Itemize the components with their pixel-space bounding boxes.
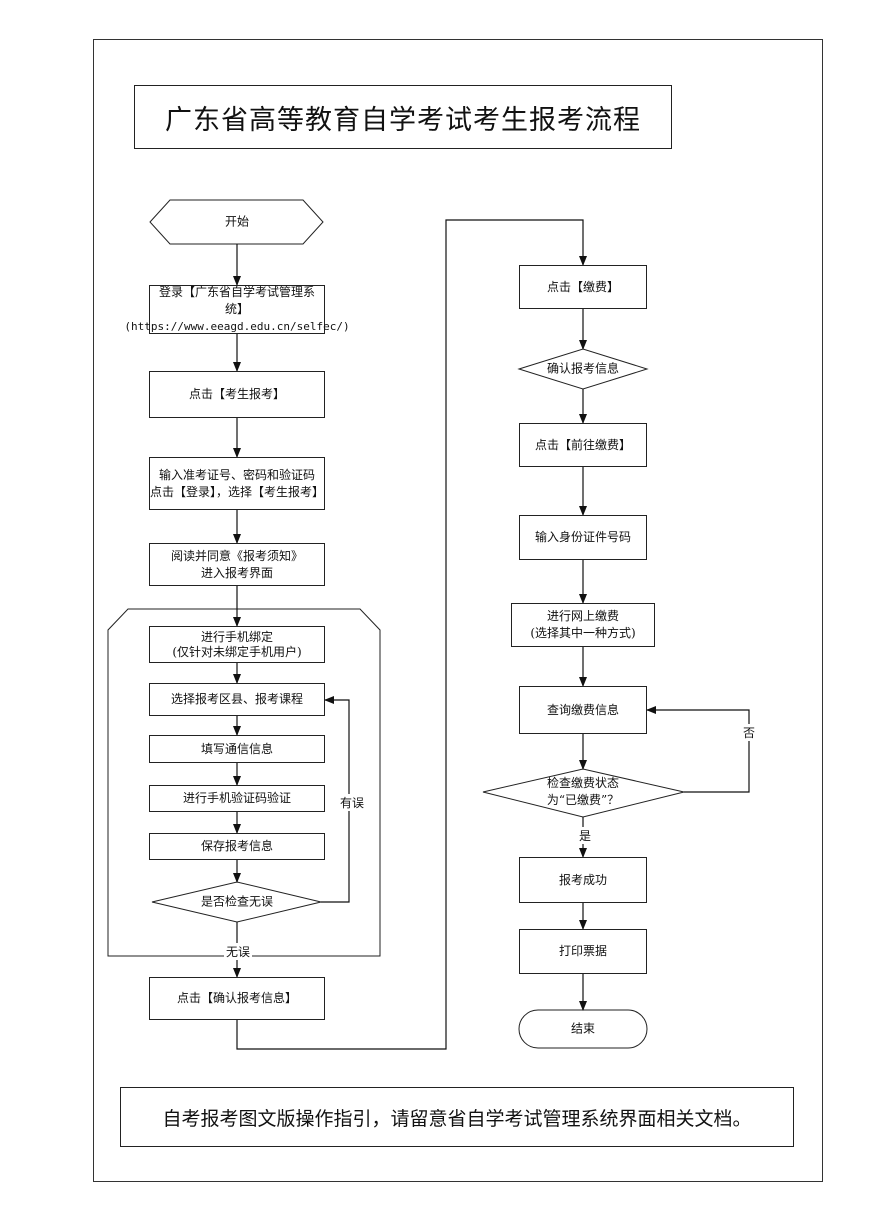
login-box: 登录【广东省自学考试管理系统】 (https://www.eeagd.edu.c… xyxy=(124,285,350,334)
input-line-1: 输入准考证号、密码和验证码 xyxy=(158,467,315,482)
has-error-label: 有误 xyxy=(338,794,367,811)
fill-info-box: 填写通信信息 xyxy=(149,735,325,763)
start-shape xyxy=(149,199,324,245)
fill-info-label: 填写通信信息 xyxy=(200,741,273,756)
check-ok-label: 是否检查无误 xyxy=(200,894,274,909)
confirm-info-label: 确认报考信息 xyxy=(546,361,620,376)
end-label: 结束 xyxy=(570,1021,596,1036)
bind-line-2: (仅针对未绑定手机用户) xyxy=(172,644,302,659)
input-credentials-box: 输入准考证号、密码和验证码 点击【登录】，选择【考生报考】 xyxy=(149,457,325,510)
login-line-2: (https://www.eeagd.edu.cn/selfec/) xyxy=(124,320,350,333)
query-pay-box: 查询缴费信息 xyxy=(519,686,647,734)
select-course-label: 选择报考区县、报考课程 xyxy=(170,692,303,706)
check-status-label: 检查缴费状态 为“已缴费”？ xyxy=(547,775,619,809)
read-line-1: 阅读并同意《报考须知》 xyxy=(170,548,303,563)
click-pay-box: 点击【缴费】 xyxy=(519,265,647,309)
arrow-cross-column xyxy=(236,219,587,1050)
input-line-2: 点击【登录】，选择【考生报考】 xyxy=(150,484,325,499)
sms-verify-box: 进行手机验证码验证 xyxy=(149,785,325,812)
online-pay-line-2: (选择其中一种方式) xyxy=(530,626,636,640)
bind-phone-box: 进行手机绑定 (仅针对未绑定手机用户) xyxy=(149,626,325,663)
yes-label: 是 xyxy=(577,827,594,844)
footer-note: 自考报考图文版操作指引，请留意省自学考试管理系统界面相关文档。 xyxy=(120,1087,794,1147)
online-pay-box: 进行网上缴费 (选择其中一种方式) xyxy=(511,603,655,647)
input-id-label: 输入身份证件号码 xyxy=(534,530,631,544)
query-pay-label: 查询缴费信息 xyxy=(546,702,619,717)
select-course-box: 选择报考区县、报考课程 xyxy=(149,683,325,716)
check-status-line-2: 为“已缴费”？ xyxy=(546,793,620,807)
check-status-line-1: 检查缴费状态 xyxy=(546,776,619,790)
click-exam-box: 点击【考生报考】 xyxy=(149,371,325,418)
print-box: 打印票据 xyxy=(519,929,647,974)
print-label: 打印票据 xyxy=(558,944,607,958)
arrow-no-loop xyxy=(646,706,750,793)
success-label: 报考成功 xyxy=(558,872,607,887)
click-exam-label: 点击【考生报考】 xyxy=(188,387,285,401)
start-label: 开始 xyxy=(224,214,250,229)
confirm-info-click-label: 点击【确认报考信息】 xyxy=(176,991,297,1005)
save-info-box: 保存报考信息 xyxy=(149,833,325,860)
goto-pay-box: 点击【前往缴费】 xyxy=(519,423,647,467)
sms-verify-label: 进行手机验证码验证 xyxy=(182,791,291,805)
success-box: 报考成功 xyxy=(519,857,647,903)
input-id-box: 输入身份证件号码 xyxy=(519,515,647,560)
read-line-2: 进入报考界面 xyxy=(200,565,273,580)
online-pay-line-1: 进行网上缴费 xyxy=(546,609,619,623)
no-error-label: 无误 xyxy=(224,943,253,960)
login-line-1: 登录【广东省自学考试管理系统】 xyxy=(158,285,315,316)
page-title: 广东省高等教育自学考试考生报考流程 xyxy=(134,85,672,149)
click-pay-label: 点击【缴费】 xyxy=(546,279,619,294)
goto-pay-label: 点击【前往缴费】 xyxy=(534,437,631,452)
read-notice-box: 阅读并同意《报考须知》 进入报考界面 xyxy=(149,543,325,586)
no-label: 否 xyxy=(741,724,758,741)
bind-line-1: 进行手机绑定 xyxy=(200,629,273,644)
loop-container xyxy=(107,608,381,957)
confirm-info-click-box: 点击【确认报考信息】 xyxy=(149,977,325,1020)
save-info-label: 保存报考信息 xyxy=(200,839,273,853)
outer-frame xyxy=(93,39,823,1182)
confirm-info-diamond xyxy=(517,348,649,390)
